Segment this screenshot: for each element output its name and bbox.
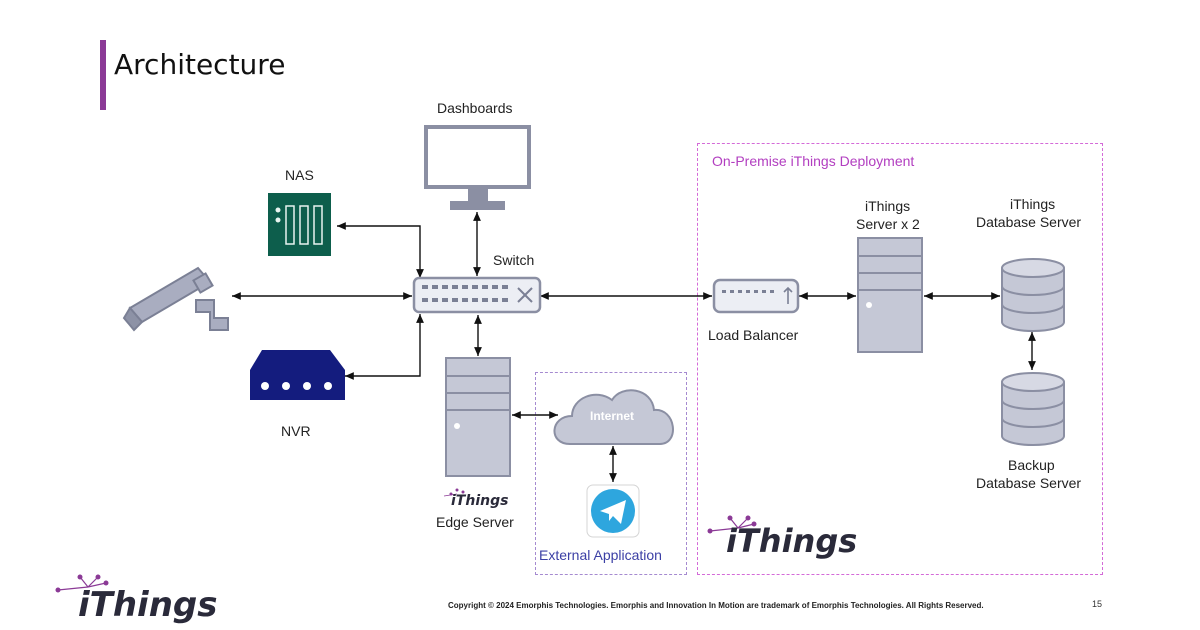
slide-title: Architecture xyxy=(114,48,286,81)
external-application-group xyxy=(535,372,687,575)
onprem-group-label: On-Premise iThings Deployment xyxy=(712,153,915,169)
network-switch-icon xyxy=(412,276,542,314)
load-balancer-icon xyxy=(712,278,800,314)
nas-label: NAS xyxy=(285,167,314,183)
svg-text:iThings: iThings xyxy=(78,585,218,625)
ithings-logo-group: iThings xyxy=(707,515,857,560)
cctv-camera-icon xyxy=(122,266,229,332)
database-label-line1: iThings xyxy=(1010,196,1056,212)
svg-text:iThings: iThings xyxy=(726,522,857,560)
telegram-icon xyxy=(586,484,640,538)
connector-nvr-switch xyxy=(345,314,424,380)
onprem-deployment-group xyxy=(697,143,1103,575)
nvr-icon xyxy=(250,350,345,400)
backup-database-label-line2: Database Server xyxy=(976,475,1082,491)
connectors xyxy=(232,212,1036,482)
copyright-footer: Copyright © 2024 Emorphis Technologies. … xyxy=(448,601,984,610)
edge-server-label: Edge Server xyxy=(436,514,514,530)
external-application-label: External Application xyxy=(539,547,662,563)
switch-label: Switch xyxy=(493,252,535,268)
database-label-line2: Database Server xyxy=(976,214,1082,230)
ithings-logo-small: iThings xyxy=(443,488,508,509)
internet-label: Internet xyxy=(590,409,634,423)
page-number: 15 xyxy=(1092,599,1103,609)
ithings-server-tower-icon xyxy=(857,237,923,353)
monitor-icon xyxy=(424,125,531,210)
svg-text:iThings: iThings xyxy=(451,493,508,509)
ithings-logo-footer: iThings xyxy=(55,574,218,625)
load-balancer-label: Load Balancer xyxy=(708,327,799,343)
ithings-server-label-line1: iThings xyxy=(865,198,911,214)
edge-server-tower-icon xyxy=(445,357,511,477)
backup-database-icon xyxy=(1001,372,1065,446)
nvr-label: NVR xyxy=(281,423,311,439)
backup-database-label-line1: Backup xyxy=(1008,457,1055,473)
dashboards-label: Dashboards xyxy=(437,100,513,116)
connector-nas-switch xyxy=(337,222,424,278)
database-icon xyxy=(1001,258,1065,332)
ithings-server-label-line2: Server x 2 xyxy=(856,216,920,232)
title-accent-bar xyxy=(100,40,106,110)
nas-icon xyxy=(268,193,331,256)
cloud-icon xyxy=(553,389,674,445)
